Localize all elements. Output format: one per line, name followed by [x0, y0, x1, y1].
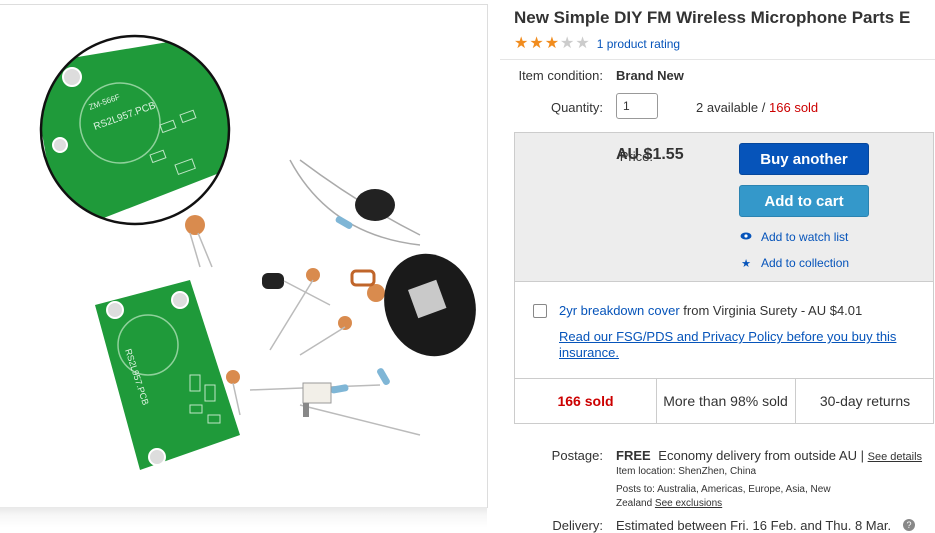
collection-label: Add to collection — [761, 256, 850, 270]
protection-plan-link[interactable]: 2yr breakdown cover — [559, 303, 680, 318]
quantity-label: Quantity: — [550, 100, 603, 115]
divider — [515, 281, 933, 282]
add-to-collection-link[interactable]: ★ Add to collection — [739, 256, 849, 270]
protection-plan-provider: from Virginia Surety - AU $4.01 — [683, 303, 863, 318]
delivery-estimate: Estimated between Fri. 16 Feb. and Thu. … — [616, 518, 892, 533]
posts-to: Posts to: Australia, Americas, Europe, A… — [616, 483, 856, 511]
item-location: Item location: ShenZhen, China — [616, 466, 757, 477]
available-count: 2 available / — [696, 100, 766, 115]
condition-label: Item condition: — [518, 68, 603, 83]
divider — [515, 378, 933, 379]
postage-free: FREE — [616, 448, 651, 463]
eye-icon — [739, 231, 753, 243]
see-details-link[interactable]: See details — [867, 451, 923, 463]
price-box: Price: AU $1.55 Buy another Add to cart … — [514, 132, 934, 424]
star-icon: ★ — [514, 35, 529, 52]
delivery-label: Delivery: — [552, 518, 603, 533]
protection-checkbox[interactable] — [533, 304, 547, 318]
star-icon: ★ — [575, 35, 590, 52]
help-icon[interactable]: ? — [903, 519, 915, 531]
fsg-policy-link[interactable]: Read our FSG/PDS and Privacy Policy befo… — [559, 329, 897, 360]
postage-label: Postage: — [551, 448, 603, 463]
stat-returns: 30-day returns — [819, 393, 911, 409]
postage-summary: FREE Economy delivery from outside AU | … — [616, 448, 922, 463]
star-icon: ★ — [544, 35, 560, 52]
availability-text: 2 available / 166 sold — [696, 100, 818, 115]
star-icon: ★ — [560, 35, 575, 52]
see-exclusions-link[interactable]: See exclusions — [654, 498, 723, 509]
posts-to-text: Posts to: Australia, Americas, Europe, A… — [616, 484, 831, 509]
quantity-input[interactable]: 1 — [616, 93, 658, 119]
watch-list-label: Add to watch list — [761, 230, 849, 244]
product-title: New Simple DIY FM Wireless Microphone Pa… — [514, 8, 911, 27]
stat-percent-sold: More than 98% sold — [656, 379, 796, 424]
sold-count: 166 sold — [769, 100, 819, 115]
divider — [500, 59, 935, 60]
protection-plan-text: 2yr breakdown cover from Virginia Surety… — [559, 303, 862, 318]
rating-count-link[interactable]: 1 product rating — [596, 37, 681, 51]
stat-sold: 166 sold — [515, 379, 657, 424]
postage-service: Economy delivery from outside AU | — [658, 448, 864, 463]
price-label: Price: — [619, 149, 653, 164]
condition-value: Brand New — [616, 68, 684, 83]
buy-another-button[interactable]: Buy another — [739, 143, 869, 175]
price-value: AU $1.55 — [616, 146, 684, 163]
star-small-icon: ★ — [741, 257, 751, 270]
add-to-watch-list-link[interactable]: Add to watch list — [739, 230, 848, 244]
star-icon: ★ — [529, 35, 544, 52]
add-to-cart-button[interactable]: Add to cart — [739, 185, 869, 217]
product-photo: RS2L957.PCB ZM-566F RS2L957.PCB — [39, 34, 476, 470]
product-rating[interactable]: ★ ★ ★ ★ ★ 1 product rating — [514, 36, 680, 52]
image-panel-shadow — [0, 507, 487, 528]
product-image-panel[interactable]: RS2L957.PCB ZM-566F RS2L957.PCB — [0, 4, 488, 508]
